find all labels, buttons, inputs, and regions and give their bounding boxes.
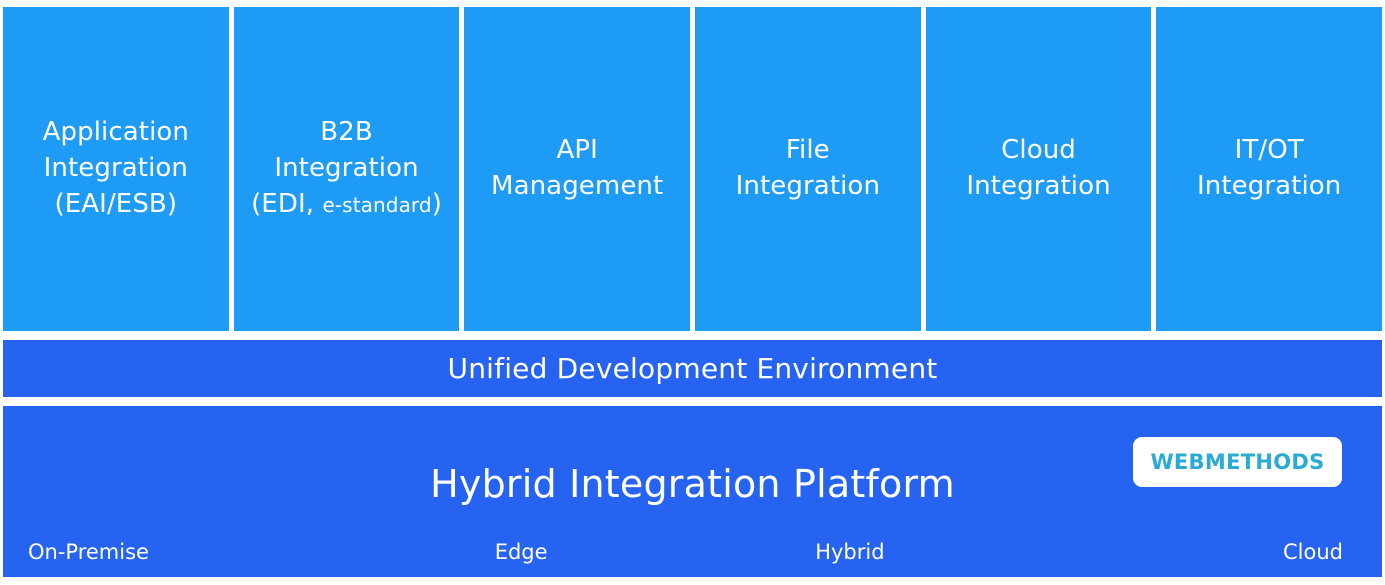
capability-tile-b2b-integration[interactable]: B2B Integration (EDI, e-standard) <box>233 7 460 331</box>
capability-tile-it-ot-integration[interactable]: IT/OT Integration <box>1156 7 1383 331</box>
capability-label-application-integration: Application Integration (EAI/ESB) <box>42 117 190 219</box>
deployment-models-row: On-Premise Edge Hybrid Cloud <box>3 540 1382 564</box>
capability-label-b2b-emphasis: e-standard <box>322 192 432 217</box>
unified-development-environment-band[interactable]: Unified Development Environment <box>3 340 1382 397</box>
capability-label-it-ot-integration: IT/OT Integration <box>1197 135 1342 201</box>
capability-label-cloud-integration: Cloud Integration <box>966 135 1111 201</box>
deployment-model-hybrid: Hybrid <box>815 540 885 564</box>
capability-tiles-row: Application Integration (EAI/ESB) B2B In… <box>3 7 1383 331</box>
webmethods-vendor-badge[interactable]: WEBMETHODS <box>1133 437 1342 487</box>
webmethods-logo-text: WEBMETHODS <box>1150 450 1325 474</box>
deployment-model-cloud: Cloud <box>1283 540 1343 564</box>
deployment-model-edge: Edge <box>494 540 548 564</box>
capability-label-b2b-suffix: ) <box>431 188 442 219</box>
deployment-model-on-premise: On-Premise <box>28 540 149 564</box>
platform-title: Hybrid Integration Platform <box>430 462 955 506</box>
capability-tile-cloud-integration[interactable]: Cloud Integration <box>925 7 1152 331</box>
capability-tile-api-management[interactable]: API Management <box>464 7 691 331</box>
capability-tile-file-integration[interactable]: File Integration <box>695 7 921 331</box>
unified-development-environment-label: Unified Development Environment <box>447 352 938 385</box>
capability-label-b2b-integration: B2B Integration (EDI, e-standard) <box>251 115 442 223</box>
capability-tile-application-integration[interactable]: Application Integration (EAI/ESB) <box>3 7 229 331</box>
capability-label-file-integration: File Integration <box>735 135 881 201</box>
hybrid-integration-platform-band: Hybrid Integration Platform WEBMETHODS O… <box>3 406 1382 577</box>
capability-label-b2b-prefix: B2B Integration (EDI, <box>251 117 419 219</box>
capability-label-api-management: API Management <box>491 135 664 201</box>
